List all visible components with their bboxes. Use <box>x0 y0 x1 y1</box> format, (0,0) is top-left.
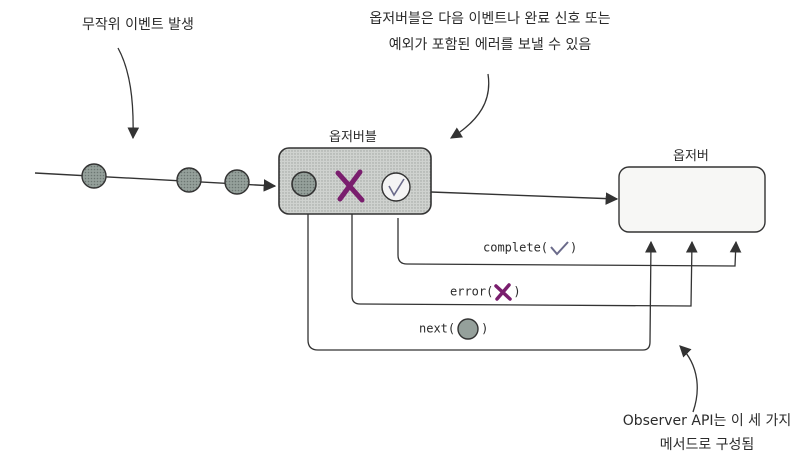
next-marble-icon <box>457 318 479 340</box>
random-events-arrow <box>117 47 140 140</box>
checkmark-icon <box>388 178 405 197</box>
next-method-prefix: next( <box>419 321 456 336</box>
next-event-marble <box>291 171 317 197</box>
complete-checkmark-icon <box>550 241 569 256</box>
event-marble-2 <box>176 167 202 193</box>
observable-to-observer-arrow <box>430 191 619 205</box>
observer-api-line2: 메서드로 구성됨 <box>659 437 755 453</box>
observer-api-annotation: Observer API는 이 세 가지 메서드로 구성됨 <box>612 410 802 454</box>
observable-annotation: 옵저버블은 다음 이벤트나 완료 신호 또는 예외가 포함된 에러를 보낼 수 … <box>340 8 640 54</box>
error-x-icon <box>335 169 365 203</box>
next-method-suffix: ) <box>481 321 489 336</box>
observable-annotation-arrow <box>450 73 490 139</box>
event-marble-3 <box>224 169 250 195</box>
observer-box <box>618 166 766 233</box>
error-x-small-icon <box>494 283 513 301</box>
observer-api-line1: Observer API는 이 세 가지 <box>622 413 792 429</box>
next-path <box>307 214 657 351</box>
complete-marble <box>381 172 411 202</box>
error-method-label: error() <box>450 283 521 301</box>
random-events-annotation: 무작위 이벤트 발생 <box>82 17 194 33</box>
complete-method-prefix: complete( <box>483 240 549 255</box>
complete-path <box>397 218 742 267</box>
error-method-prefix: error( <box>450 284 494 299</box>
observer-label: 옵저버 <box>673 149 709 164</box>
observable-annotation-line1: 옵저버블은 다음 이벤트나 완료 신호 또는 <box>369 11 611 27</box>
event-marble-1 <box>81 163 107 189</box>
observable-label: 옵저버블 <box>329 130 377 145</box>
complete-method-label: complete() <box>483 240 577 256</box>
error-method-suffix: ) <box>513 284 521 299</box>
next-method-label: next() <box>419 317 488 341</box>
error-path <box>351 214 698 307</box>
observer-api-arrow <box>679 345 698 413</box>
complete-method-suffix: ) <box>570 240 578 255</box>
observable-annotation-line2: 예외가 포함된 에러를 보낼 수 있음 <box>388 37 592 53</box>
